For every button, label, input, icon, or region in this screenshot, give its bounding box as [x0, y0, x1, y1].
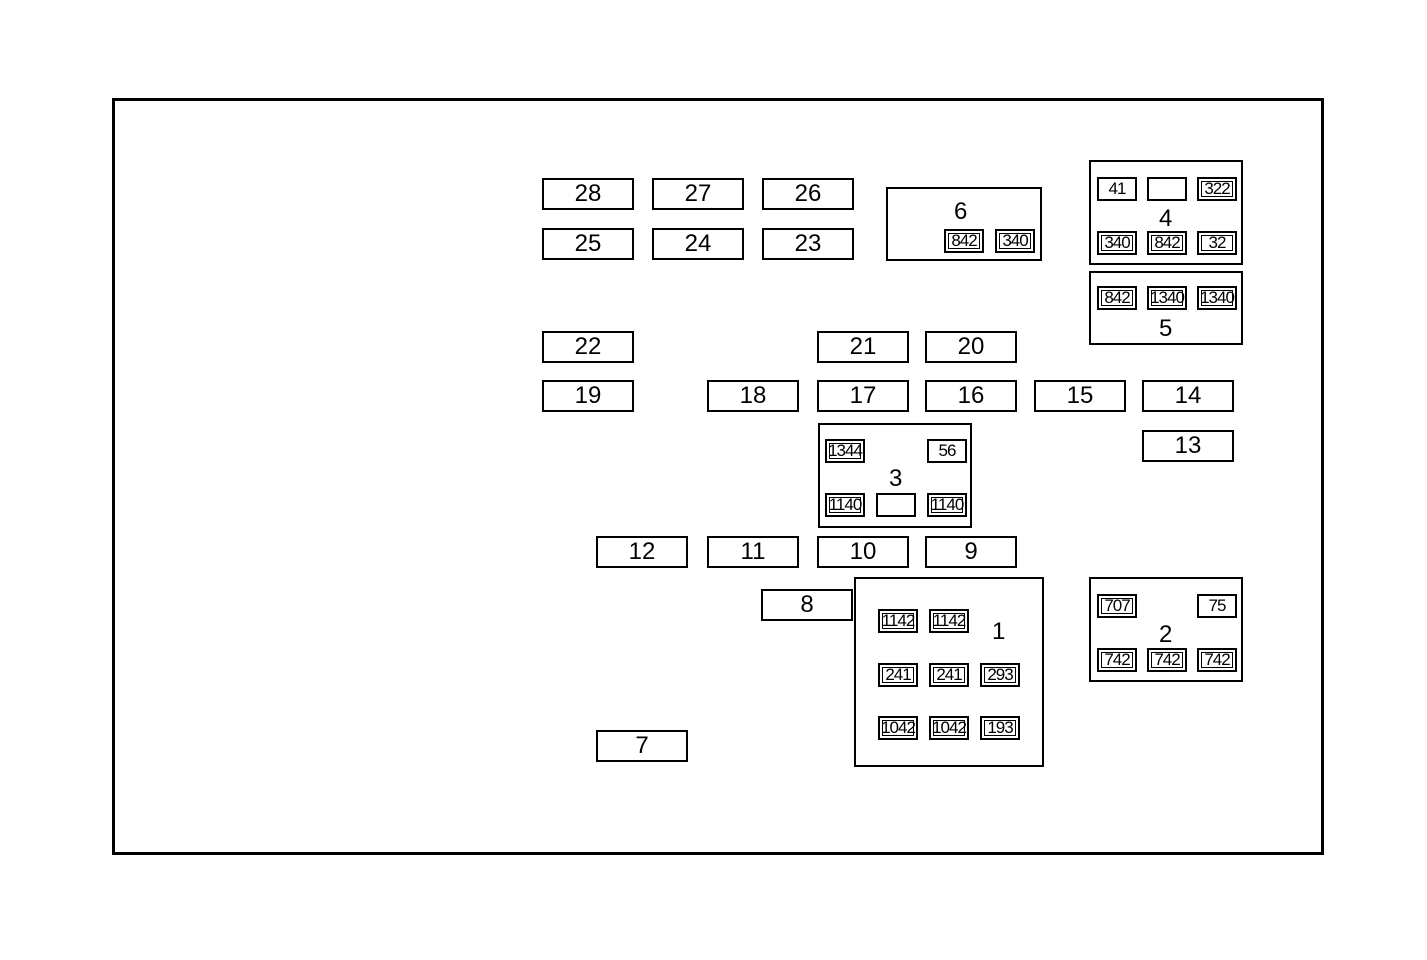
fuse-13: 13	[1142, 430, 1234, 462]
block-1-cell: 241	[878, 663, 918, 687]
block-3-cell: 1140	[927, 493, 967, 517]
fuse-19: 19	[542, 380, 634, 412]
relay-block-5-label: 5	[1159, 315, 1173, 342]
block-3-cell	[876, 493, 916, 517]
block-4-cell: 32	[1197, 231, 1237, 255]
relay-block-4-label: 4	[1159, 205, 1173, 232]
fuse-22: 22	[542, 331, 634, 363]
block-2-cell: 742	[1197, 648, 1237, 672]
block-1-cell: 293	[980, 663, 1020, 687]
block-2-cell: 742	[1147, 648, 1187, 672]
block-1-cell: 1142	[929, 609, 969, 633]
relay-block-5: 5 842 1340 1340	[1089, 271, 1243, 345]
fuse-23: 23	[762, 228, 854, 260]
block-1-cell: 1042	[929, 716, 969, 740]
fuse-28: 28	[542, 178, 634, 210]
block-4-cell: 340	[1097, 231, 1137, 255]
block-6-cell: 340	[995, 229, 1035, 253]
relay-block-2: 2 707 75 742 742 742	[1089, 577, 1243, 682]
block-1-cell: 1142	[878, 609, 918, 633]
block-1-cell: 1042	[878, 716, 918, 740]
fuse-15: 15	[1034, 380, 1126, 412]
block-4-cell: 842	[1147, 231, 1187, 255]
fuse-25: 25	[542, 228, 634, 260]
block-3-cell: 1140	[825, 493, 865, 517]
fuse-8: 8	[761, 589, 853, 621]
block-2-cell: 742	[1097, 648, 1137, 672]
fuse-26: 26	[762, 178, 854, 210]
block-2-cell: 707	[1097, 594, 1137, 618]
block-5-cell: 1340	[1147, 286, 1187, 310]
relay-block-6-label: 6	[954, 198, 968, 225]
fuse-21: 21	[817, 331, 909, 363]
fuse-14: 14	[1142, 380, 1234, 412]
block-4-cell	[1147, 177, 1187, 201]
block-3-cell: 1344	[825, 439, 865, 463]
block-1-cell: 241	[929, 663, 969, 687]
relay-block-3-label: 3	[889, 465, 903, 492]
relay-block-4: 4 41 322 340 842 32	[1089, 160, 1243, 265]
fuse-20: 20	[925, 331, 1017, 363]
relay-block-1: 1 1142 1142 241 241 293 1042 1042 193	[854, 577, 1044, 767]
relay-block-3: 3 1344 56 1140 1140	[818, 423, 972, 528]
relay-block-1-label: 1	[992, 618, 1006, 645]
block-5-cell: 842	[1097, 286, 1137, 310]
fuse-16: 16	[925, 380, 1017, 412]
block-2-cell: 75	[1197, 594, 1237, 618]
fuse-12: 12	[596, 536, 688, 568]
fuse-panel-outline	[112, 98, 1324, 855]
block-4-cell: 322	[1197, 177, 1237, 201]
fuse-11: 11	[707, 536, 799, 568]
block-4-cell: 41	[1097, 177, 1137, 201]
fuse-27: 27	[652, 178, 744, 210]
fuse-9: 9	[925, 536, 1017, 568]
fuse-18: 18	[707, 380, 799, 412]
fuse-24: 24	[652, 228, 744, 260]
fuse-7: 7	[596, 730, 688, 762]
block-6-cell: 842	[944, 229, 984, 253]
relay-block-6: 6 842 340	[886, 187, 1042, 261]
fuse-17: 17	[817, 380, 909, 412]
relay-block-2-label: 2	[1159, 621, 1173, 648]
block-1-cell: 193	[980, 716, 1020, 740]
fuse-10: 10	[817, 536, 909, 568]
block-3-cell: 56	[927, 439, 967, 463]
block-5-cell: 1340	[1197, 286, 1237, 310]
